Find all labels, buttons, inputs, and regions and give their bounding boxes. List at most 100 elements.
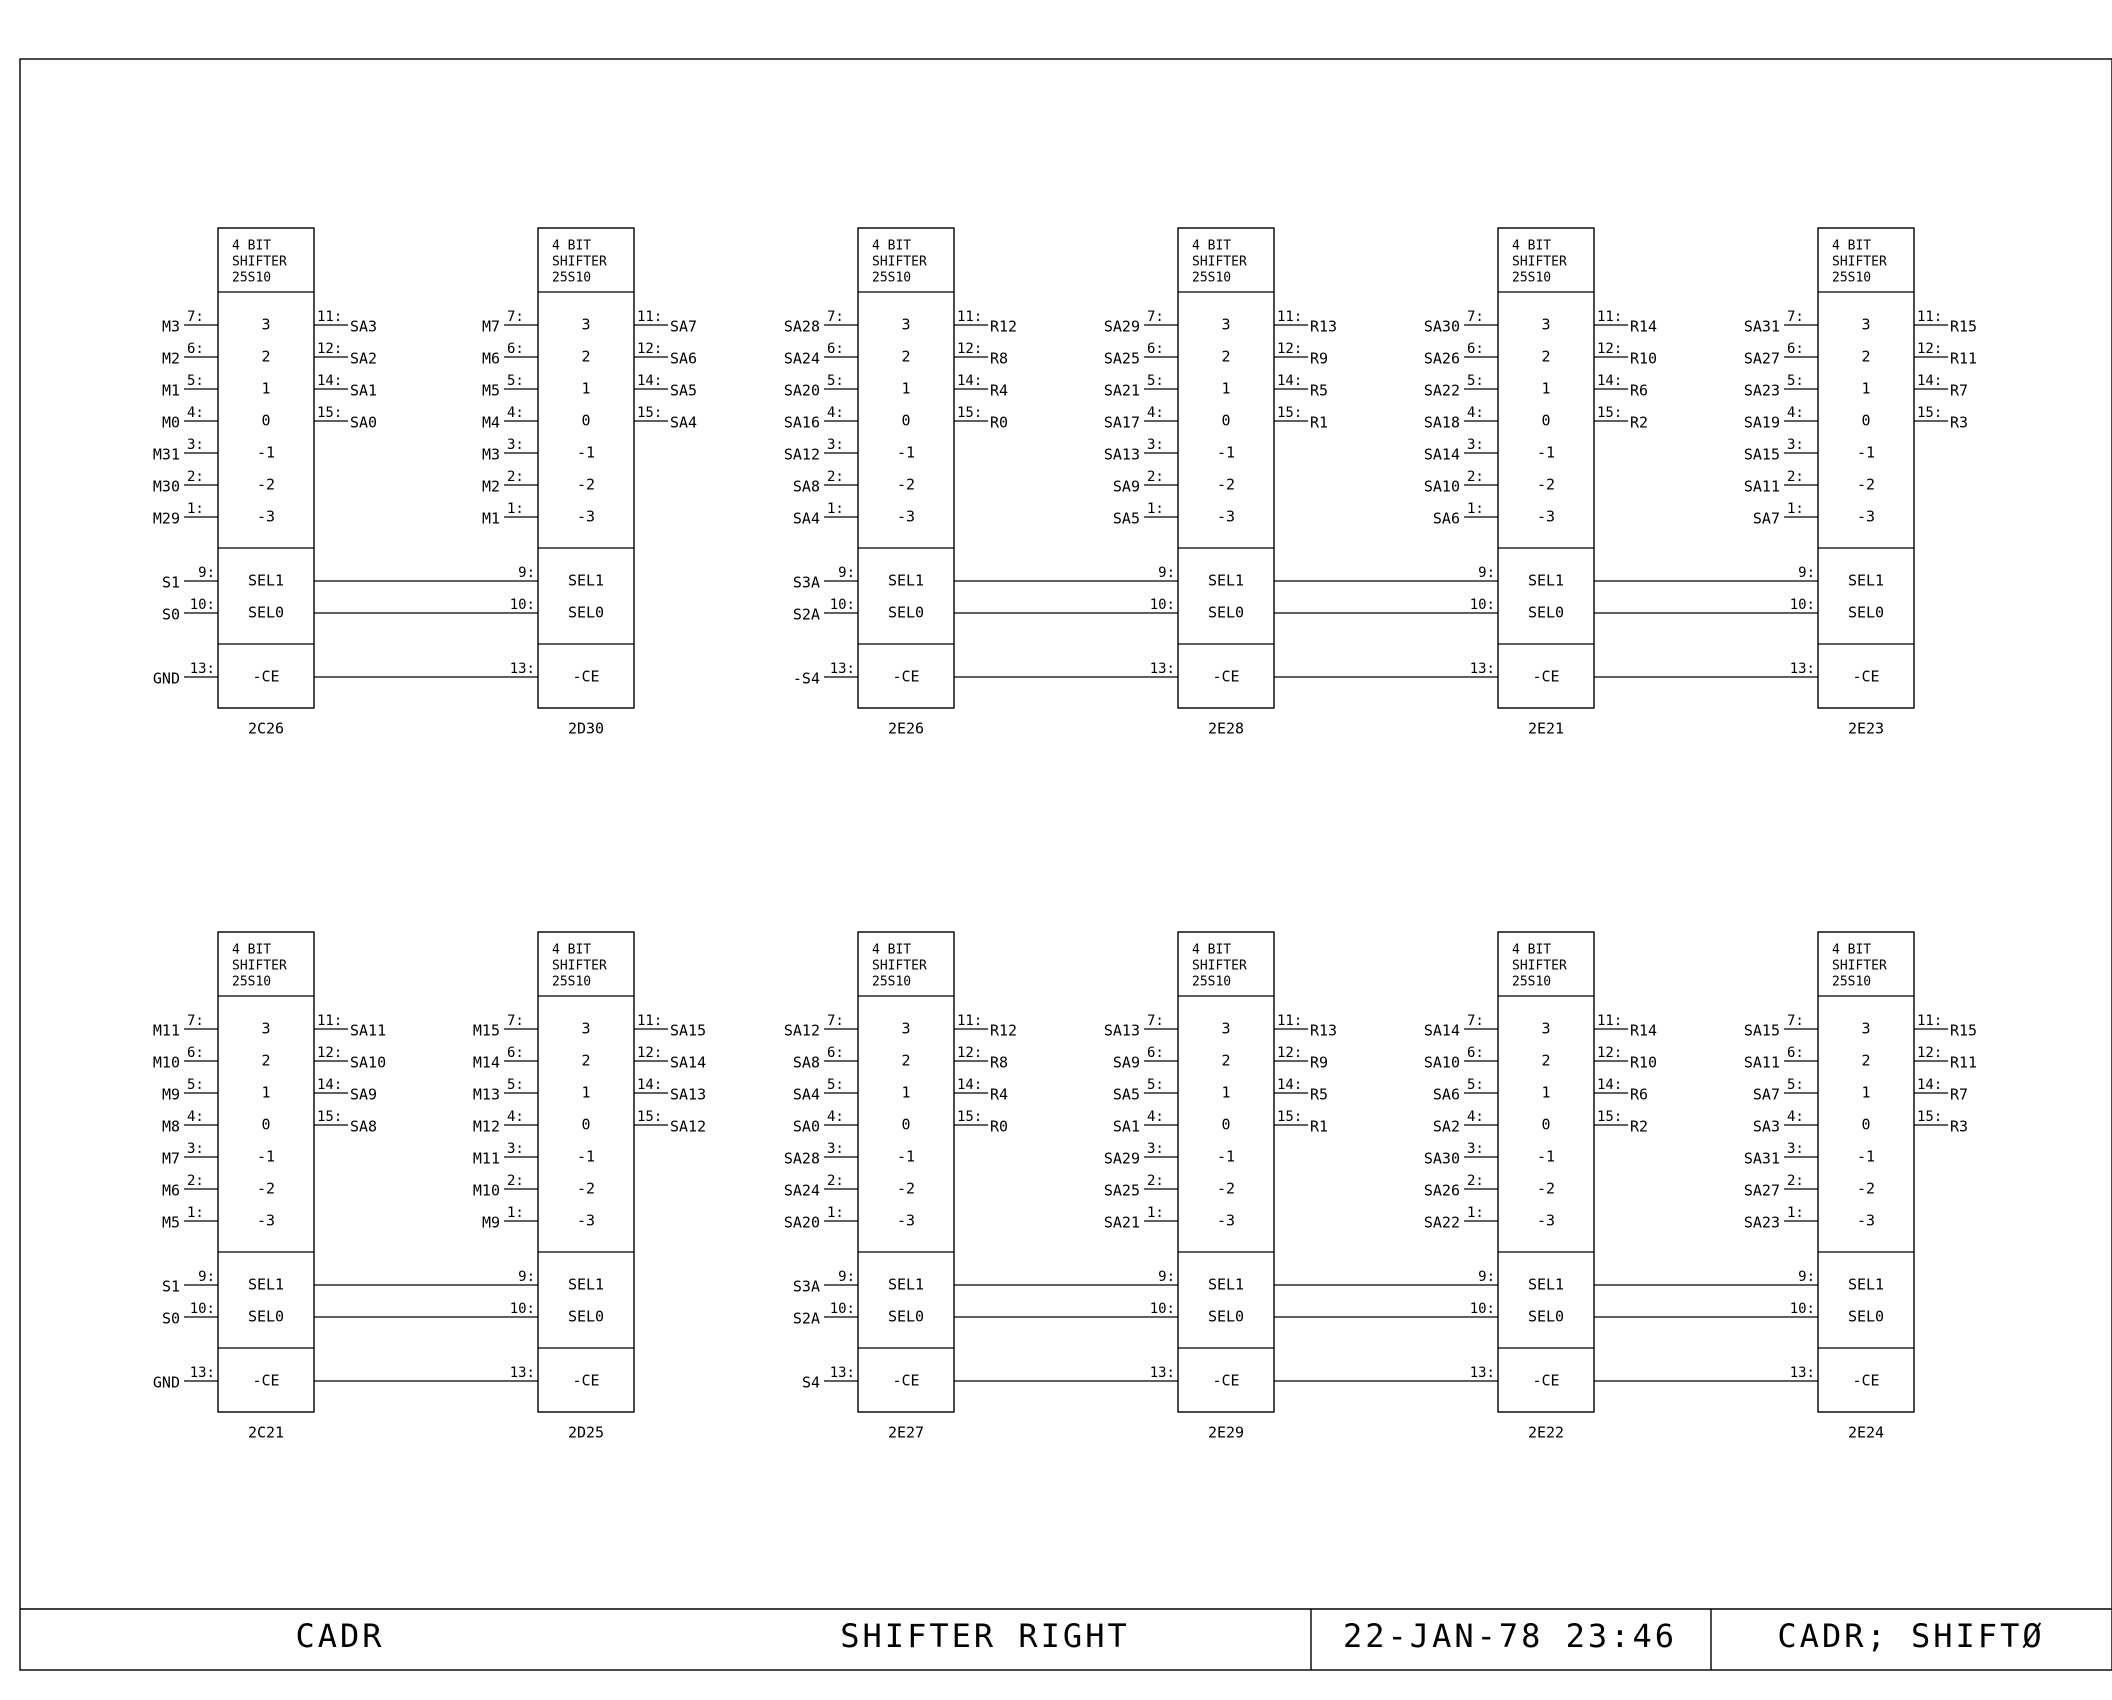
pin-number: 7: (1467, 309, 1484, 325)
input-net-label: SA9 (1113, 1054, 1140, 1072)
output-net-label: R0 (990, 1118, 1008, 1136)
shift-amount: -2 (577, 1180, 595, 1198)
pin-number: 7: (187, 309, 204, 325)
chip-header-line: SHIFTER (552, 255, 607, 270)
input-net-label: SA29 (1104, 318, 1140, 336)
pin-number: 12: (317, 341, 342, 357)
chip-designator: 2E23 (1848, 720, 1884, 738)
input-net-label: SA21 (1104, 382, 1140, 400)
chip-designator: 2C21 (248, 1424, 284, 1442)
select-label: SEL0 (1208, 1308, 1244, 1326)
ce-label: -CE (252, 668, 279, 686)
shift-amount: 2 (261, 348, 270, 366)
select-label: SEL0 (1528, 1308, 1564, 1326)
chip-outline (1817, 931, 1915, 1413)
pin-number: 9: (1798, 565, 1815, 581)
pin-number: 11: (1597, 309, 1622, 325)
input-net-label: SA26 (1424, 350, 1460, 368)
shift-amount: 3 (1861, 1020, 1870, 1038)
pin-number: 7: (1147, 309, 1164, 325)
shift-amount: 3 (901, 316, 910, 334)
chip-header-line: 25S10 (872, 975, 911, 990)
ce-net-label: S4 (802, 1374, 820, 1392)
chip-outline (537, 931, 635, 1413)
select-label: SEL0 (568, 604, 604, 622)
output-net-label: R10 (1630, 1054, 1657, 1072)
pin-number: 10: (510, 597, 535, 613)
pin-number: 11: (1277, 309, 1302, 325)
pin-number: 5: (1787, 373, 1804, 389)
shift-amount: 0 (1221, 412, 1230, 430)
pin-number: 12: (1277, 341, 1302, 357)
shift-amount: -1 (1537, 444, 1555, 462)
shift-amount: 1 (261, 380, 270, 398)
pin-number: 1: (827, 501, 844, 517)
shift-amount: 0 (901, 412, 910, 430)
input-net-label: SA24 (784, 350, 820, 368)
output-net-label: SA2 (350, 350, 377, 368)
drawing-title: SHIFTER RIGHT (840, 1617, 1129, 1655)
pin-number: 3: (827, 437, 844, 453)
shift-amount: 3 (581, 1020, 590, 1038)
shift-amount: 3 (1541, 316, 1550, 334)
chip-header-line: SHIFTER (232, 959, 287, 974)
chip-header-line: 4 BIT (1512, 239, 1551, 254)
pin-number: 12: (637, 341, 662, 357)
output-net-label: SA9 (350, 1086, 377, 1104)
pin-number: 2: (1147, 1173, 1164, 1189)
shift-amount: -1 (1857, 444, 1875, 462)
pin-number: 10: (830, 1301, 855, 1317)
pin-number: 7: (1147, 1013, 1164, 1029)
input-net-label: M7 (482, 318, 500, 336)
pin-number: 7: (827, 309, 844, 325)
pin-number: 7: (507, 1013, 524, 1029)
select-net-label: S1 (162, 574, 180, 592)
pin-number: 5: (187, 373, 204, 389)
select-net-label: S1 (162, 1278, 180, 1296)
pin-number: 3: (1467, 437, 1484, 453)
pin-number: 11: (317, 1013, 342, 1029)
chip-header-line: 25S10 (232, 271, 271, 286)
pin-number: 6: (1467, 341, 1484, 357)
pin-number: 5: (507, 1077, 524, 1093)
pin-number: 9: (198, 565, 215, 581)
pin-number: 2: (187, 469, 204, 485)
shift-amount: -1 (1217, 444, 1235, 462)
input-net-label: M5 (162, 1214, 180, 1232)
shift-amount: -3 (1217, 508, 1235, 526)
pin-number: 12: (957, 341, 982, 357)
pin-number: 12: (1277, 1045, 1302, 1061)
output-net-label: SA14 (670, 1054, 706, 1072)
select-net-label: S0 (162, 606, 180, 624)
pin-number: 10: (190, 597, 215, 613)
input-net-label: M15 (473, 1022, 500, 1040)
select-label: SEL0 (1848, 604, 1884, 622)
pin-number: 4: (1787, 405, 1804, 421)
chip-header-line: 25S10 (872, 271, 911, 286)
pin-number: 1: (1467, 501, 1484, 517)
shift-amount: 1 (1861, 1084, 1870, 1102)
select-label: SEL0 (248, 1308, 284, 1326)
pin-number: 4: (187, 1109, 204, 1125)
pin-number: 3: (1787, 437, 1804, 453)
sheet-border (19, 58, 2112, 1671)
chip-designator: 2D30 (568, 720, 604, 738)
pin-number: 10: (510, 1301, 535, 1317)
pin-number: 13: (1150, 1365, 1175, 1381)
output-net-label: R7 (1950, 1086, 1968, 1104)
chip-header-line: 4 BIT (872, 943, 911, 958)
shift-amount: 3 (261, 1020, 270, 1038)
input-net-label: SA3 (1753, 1118, 1780, 1136)
ce-label: -CE (1852, 668, 1879, 686)
output-net-label: R13 (1310, 318, 1337, 336)
output-net-label: R10 (1630, 350, 1657, 368)
pin-number: 10: (1150, 597, 1175, 613)
shift-amount: -3 (1537, 508, 1555, 526)
shift-amount: -3 (897, 1212, 915, 1230)
pin-number: 7: (1467, 1013, 1484, 1029)
pin-number: 4: (1467, 405, 1484, 421)
shift-amount: 0 (581, 412, 590, 430)
chip-header-line: 25S10 (552, 271, 591, 286)
pin-number: 11: (637, 309, 662, 325)
ce-label: -CE (892, 1372, 919, 1390)
